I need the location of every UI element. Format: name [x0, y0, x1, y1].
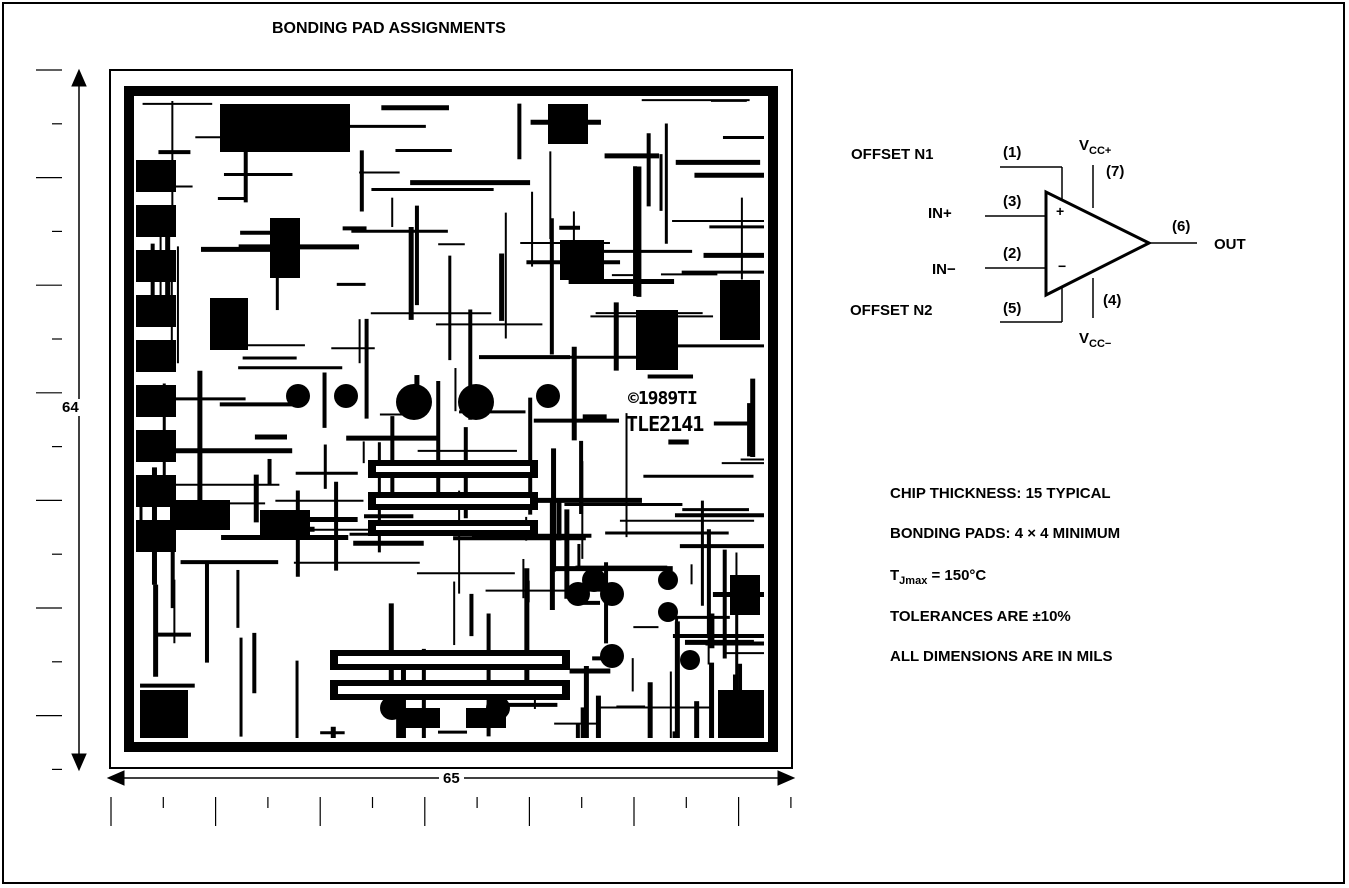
vcc-plus-label: VCC+ — [1079, 137, 1112, 157]
out-label: OUT — [1214, 236, 1246, 253]
pin1-label: (1) — [1003, 144, 1022, 161]
pin7-label: (7) — [1106, 163, 1125, 180]
spec-bonding-pads: BONDING PADS: 4 × 4 MINIMUM — [890, 525, 1121, 542]
plus-sign: + — [1056, 203, 1065, 219]
in-minus-label: IN− — [932, 261, 956, 278]
die-marking-part: TLE2141 — [626, 412, 704, 436]
offset-n1-label: OFFSET N1 — [851, 146, 934, 163]
width-dimension-label: 65 — [439, 770, 464, 787]
vcc-minus-label: VCC− — [1079, 330, 1112, 350]
pin3-label: (3) — [1003, 193, 1022, 210]
spec-units: ALL DIMENSIONS ARE IN MILS — [890, 648, 1113, 665]
die-layout — [109, 69, 793, 769]
opamp-symbol — [985, 165, 1197, 323]
spec-chip-thickness: CHIP THICKNESS: 15 TYPICAL — [890, 485, 1111, 502]
vertical-ruler-ticks — [36, 69, 62, 771]
offset-n2-label: OFFSET N2 — [850, 302, 933, 319]
die-marking-copyright: ©1989TI — [628, 388, 698, 409]
in-plus-label: IN+ — [928, 205, 952, 222]
pin6-label: (6) — [1172, 218, 1191, 235]
spec-tj-max: TJmax = 150°C — [890, 567, 987, 587]
vertical-dimension — [71, 68, 87, 772]
pin2-label: (2) — [1003, 245, 1022, 262]
minus-sign: − — [1058, 258, 1067, 274]
pin4-label: (4) — [1103, 292, 1122, 309]
spec-tolerances: TOLERANCES ARE ±10% — [890, 608, 1071, 625]
horizontal-ruler-ticks — [110, 797, 792, 826]
page-title: BONDING PAD ASSIGNMENTS — [272, 20, 506, 37]
height-dimension-label: 64 — [58, 399, 83, 416]
pin5-label: (5) — [1003, 300, 1022, 317]
